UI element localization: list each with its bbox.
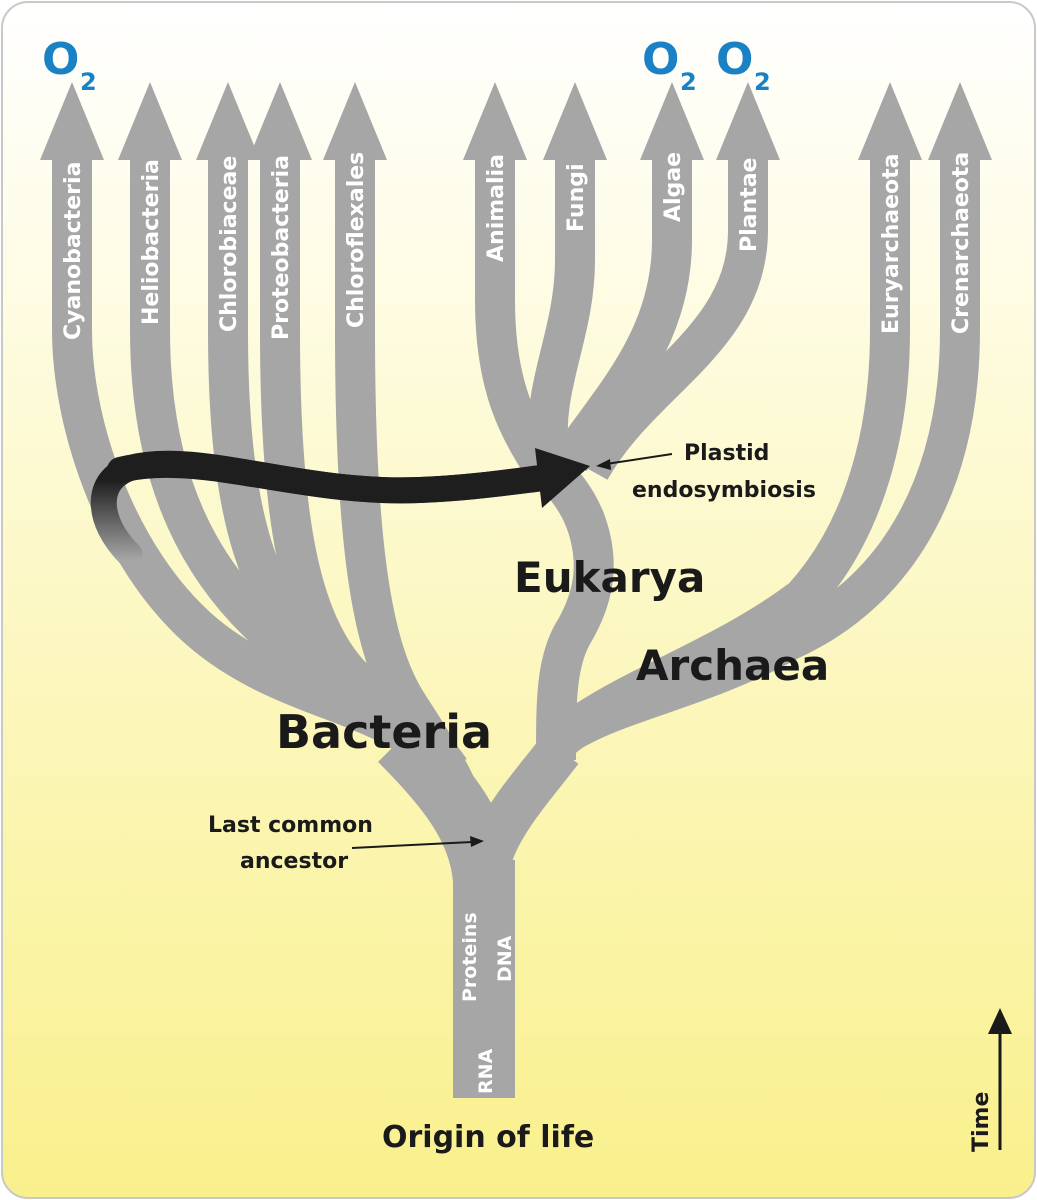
plastid-label-line1: Plastid [684,441,769,466]
origin-of-life-label: Origin of life [382,1120,594,1155]
arrowhead-chlorobiaceae [196,82,260,160]
lca-label-line1: Last common [208,813,373,838]
label-rna: RNA [475,1048,497,1094]
arrowhead-plantae [716,82,780,160]
archaea-branches [547,158,980,756]
label-euryarchaeota: Euryarchaeota [879,153,904,334]
label-algae: Algae [661,152,686,222]
arrowhead-crenarchaeota [928,82,992,160]
time-arrow-head [988,1008,1012,1034]
lca-pointer-head [470,836,484,847]
oxygen-marker-3: O 2 [716,34,771,96]
lineage-labels: Cyanobacteria Heliobacteria Chlorobiacea… [61,152,974,340]
trunk [378,718,579,1098]
endosymbiosis-arrow [90,448,590,568]
arrowhead-animalia [463,82,527,160]
label-crenarchaeota: Crenarchaeota [949,152,974,334]
arrowhead-chloroflexales [323,82,387,160]
label-cyanobacteria: Cyanobacteria [61,162,86,340]
oxygen-subscript: 2 [680,68,697,96]
time-axis: Time [969,1008,1012,1152]
arrowhead-fungi [543,82,607,160]
arrowhead-euryarchaeota [858,82,922,160]
label-heliobacteria: Heliobacteria [139,159,164,325]
oxygen-marker-1: O 2 [42,34,97,96]
oxygen-symbol: O [716,34,753,85]
label-chlorobiaceae: Chlorobiaceae [217,156,242,332]
plastid-label-line2: endosymbiosis [632,478,816,503]
label-animalia: Animalia [484,154,509,262]
label-chloroflexales: Chloroflexales [344,152,369,328]
arrowhead-proteobacteria [248,82,312,160]
arrow-heads [40,82,992,160]
lca-label-line2: ancestor [240,849,348,874]
oxygen-subscript: 2 [80,68,97,96]
branch-crenarchaeota [554,158,980,753]
branch-euryarchaeota [766,158,910,636]
bacteria-branches [52,158,498,851]
label-proteins: Proteins [459,912,481,1002]
plastid-annotation: Plastid endosymbiosis [596,441,816,503]
plastid-pointer-head [596,459,611,470]
arrowhead-cyanobacteria [40,82,104,160]
branch-plantae [572,158,768,481]
branch-eukarya-trunk [535,455,614,761]
lca-pointer-line [351,841,473,849]
endosymbiosis-arrowhead [535,448,590,508]
arrowhead-heliobacteria [118,82,182,160]
lca-annotation: Last common ancestor [208,813,484,874]
domain-archaea: Archaea [636,641,829,690]
label-plantae: Plantae [737,158,762,252]
time-label: Time [969,1092,994,1152]
trunk-labels: RNA Proteins DNA [459,912,516,1094]
oxygen-symbol: O [642,34,679,85]
branch-algae [553,158,692,472]
domain-eukarya: Eukarya [514,553,705,602]
oxygen-symbol: O [42,34,79,85]
trunk-right-join [461,736,579,884]
label-fungi: Fungi [564,163,589,232]
endosymbiosis-arrow-shaft-dark [107,451,553,504]
plastid-pointer-line [605,453,673,465]
label-dna: DNA [494,935,516,982]
domain-bacteria: Bacteria [276,705,492,759]
arrowhead-algae [640,82,704,160]
label-proteobacteria: Proteobacteria [269,155,294,340]
oxygen-subscript: 2 [754,68,771,96]
oxygen-marker-2: O 2 [642,34,697,96]
